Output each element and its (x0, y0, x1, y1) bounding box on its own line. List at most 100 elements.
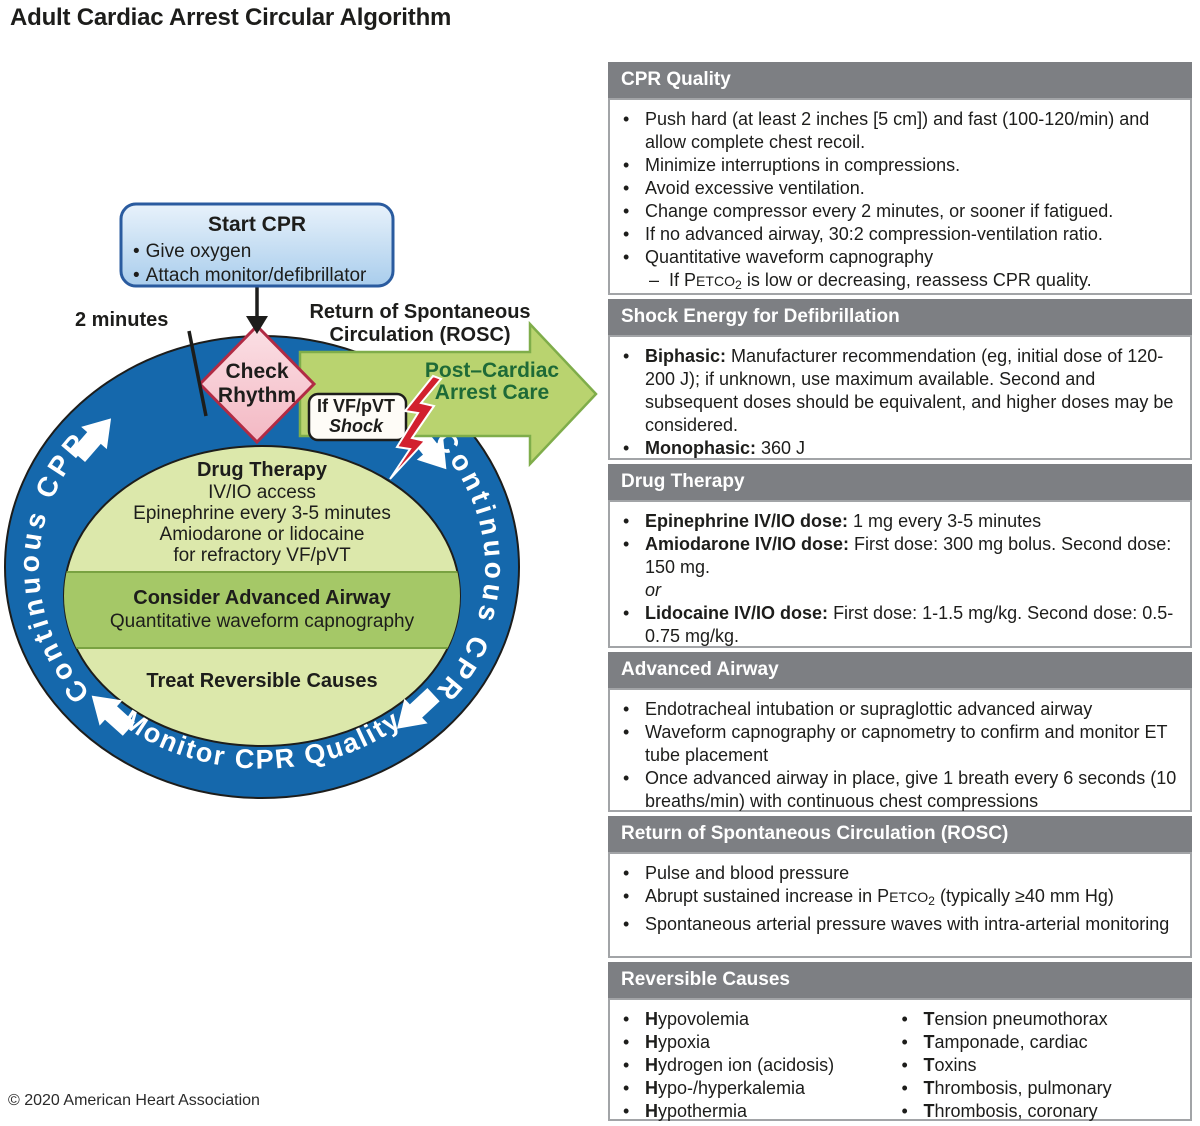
list-item: •Spontaneous arterial pressure waves wit… (623, 914, 1170, 935)
bullet-icon: • (623, 1009, 630, 1029)
list-item: •Tamponade, cardiac (901, 1032, 1088, 1052)
bullet-icon: • (901, 1032, 908, 1052)
bullet-icon: • (623, 438, 630, 458)
panel-body: •Endotracheal intubation or supraglottic… (608, 688, 1192, 812)
bullet-icon: • (623, 914, 630, 935)
start-cpr-bullet: •Attach monitor/defibrillator (133, 265, 367, 286)
copyright-notice: © 2020 American Heart Association (8, 1092, 260, 1109)
shock-bolt-icon (389, 374, 443, 480)
bullet-icon: • (623, 109, 630, 129)
panel-body: •Push hard (at least 2 inches [5 cm]) an… (608, 98, 1192, 295)
list-item: •Hypoxia (623, 1032, 711, 1052)
bullet-icon: • (901, 1078, 908, 1098)
page-title: Adult Cardiac Arrest Circular Algorithm (10, 4, 452, 31)
bullet-icon: • (623, 534, 630, 554)
bullet-icon: • (623, 178, 630, 198)
panel-advanced-airway: Advanced Airway •Endotracheal intubation… (608, 652, 1192, 812)
reference-panels: CPR Quality •Push hard (at least 2 inche… (608, 62, 1192, 1121)
consider-advanced-airway-title: Consider Advanced Airway (133, 587, 391, 609)
panel-cpr-quality: CPR Quality •Push hard (at least 2 inche… (608, 62, 1192, 295)
bullet-icon: • (901, 1055, 908, 1075)
consider-advanced-airway-line: Quantitative waveform capnography (110, 611, 415, 632)
list-item: •Hydrogen ion (acidosis) (623, 1055, 835, 1075)
list-item: •Pulse and blood pressure (623, 863, 850, 883)
list-item: •Hypo-/hyperkalemia (623, 1078, 806, 1098)
list-item: •Push hard (at least 2 inches [5 cm]) an… (623, 109, 1150, 152)
panel-body: •Biphasic: Manufacturer recommendation (… (608, 335, 1192, 460)
start-cpr-box (119, 202, 395, 288)
list-item: •Quantitative waveform capnography (623, 247, 934, 267)
shock-box-label: If VF/pVT (317, 396, 395, 416)
drug-therapy-line: Epinephrine every 3-5 minutes (133, 503, 391, 524)
bullet-icon: • (901, 1009, 908, 1029)
bullet-icon: • (623, 1078, 630, 1098)
check-rhythm-diamond (197, 323, 317, 445)
list-item: •Endotracheal intubation or supraglottic… (623, 699, 1093, 719)
two-minutes-tick (187, 330, 208, 417)
list-item: •Monophasic: 360 J (623, 438, 806, 458)
list-item: •Waveform capnography or capnometry to c… (623, 722, 1168, 765)
shock-box (307, 392, 408, 442)
list-item: •Biphasic: Manufacturer recommendation (… (623, 346, 1174, 435)
panel-header: CPR Quality (608, 62, 1192, 98)
list-item: •Lidocaine IV/IO dose: First dose: 1-1.5… (623, 603, 1174, 646)
panel-shock-energy: Shock Energy for Defibrillation •Biphasi… (608, 299, 1192, 460)
bullet-icon: • (623, 1032, 630, 1052)
drug-therapy-line: IV/IO access (208, 482, 316, 503)
panel-body: •Epinephrine IV/IO dose: 1 mg every 3-5 … (608, 500, 1192, 648)
bullet-icon: • (901, 1101, 908, 1121)
bullet-icon: • (623, 863, 630, 883)
panel-header: Return of Spontaneous Circulation (ROSC) (608, 816, 1192, 852)
list-item: •Abrupt sustained increase in PETCO2 (ty… (623, 885, 1180, 913)
bullet-icon: • (623, 1101, 630, 1121)
bullet-icon: • (623, 346, 630, 366)
post-cardiac-arrest-care-label: Arrest Care (435, 381, 549, 404)
panel-header: Drug Therapy (608, 464, 1192, 500)
bullet-icon: • (623, 511, 630, 531)
two-minutes-label: 2 minutes (75, 309, 168, 331)
list-item: •Thrombosis, coronary (901, 1101, 1098, 1121)
circular-algorithm-diagram: Drug Therapy IV/IO access Epinephrine ev… (4, 202, 598, 799)
list-item: •Avoid excessive ventilation. (623, 178, 865, 198)
list-item: •Minimize interruptions in compressions. (623, 155, 961, 175)
list-item: •Amiodarone IV/IO dose: First dose: 300 … (623, 534, 1172, 577)
list-item: •If no advanced airway, 30:2 compression… (623, 224, 1103, 244)
start-cpr-bullet: •Give oxygen (133, 241, 251, 262)
advanced-airway-band (64, 572, 460, 648)
panel-drug-therapy: Drug Therapy •Epinephrine IV/IO dose: 1 … (608, 464, 1192, 648)
or-separator: or (645, 580, 662, 600)
rosc-label: Circulation (ROSC) (329, 324, 510, 346)
list-item: •Once advanced airway in place, give 1 b… (623, 768, 1177, 811)
panel-body: •Pulse and blood pressure •Abrupt sustai… (608, 852, 1192, 958)
shock-box-label: Shock (329, 416, 384, 436)
list-item: •Tension pneumothorax (901, 1009, 1108, 1029)
list-item: •Toxins (901, 1055, 977, 1075)
treat-reversible-causes-title: Treat Reversible Causes (146, 670, 377, 692)
bullet-icon: • (623, 699, 630, 719)
dash-icon: – (649, 270, 660, 290)
list-item: •Hypothermia (623, 1101, 748, 1121)
panel-header: Advanced Airway (608, 652, 1192, 688)
panel-reversible-causes: Reversible Causes •Hypovolemia •Hypoxia … (608, 962, 1192, 1121)
drug-therapy-line: for refractory VF/pVT (173, 545, 351, 566)
connector-arrowhead-icon (246, 316, 268, 334)
bullet-icon: • (623, 201, 630, 221)
check-rhythm-label: Rhythm (218, 384, 296, 407)
list-item: •Thrombosis, pulmonary (901, 1078, 1112, 1098)
bullet-icon: • (623, 768, 630, 788)
ring-arrow-icon (396, 688, 440, 729)
list-item: •Change compressor every 2 minutes, or s… (623, 201, 1114, 221)
bullet-icon: • (623, 603, 630, 623)
bullet-icon: • (623, 224, 630, 244)
bullet-icon: • (623, 722, 630, 742)
list-subitem: –If PETCO2 is low or decreasing, reasses… (623, 269, 1180, 297)
panel-header: Shock Energy for Defibrillation (608, 299, 1192, 335)
rosc-label: Return of Spontaneous (309, 301, 530, 323)
ring-arrow-icon (71, 418, 112, 463)
ring-arrow-icon (91, 695, 135, 736)
bullet-icon: • (623, 247, 630, 267)
panel-header: Reversible Causes (608, 962, 1192, 998)
panel-body: •Hypovolemia •Hypoxia •Hydrogen ion (aci… (608, 998, 1192, 1121)
post-cardiac-arrest-care-label: Post–Cardiac (425, 359, 560, 382)
